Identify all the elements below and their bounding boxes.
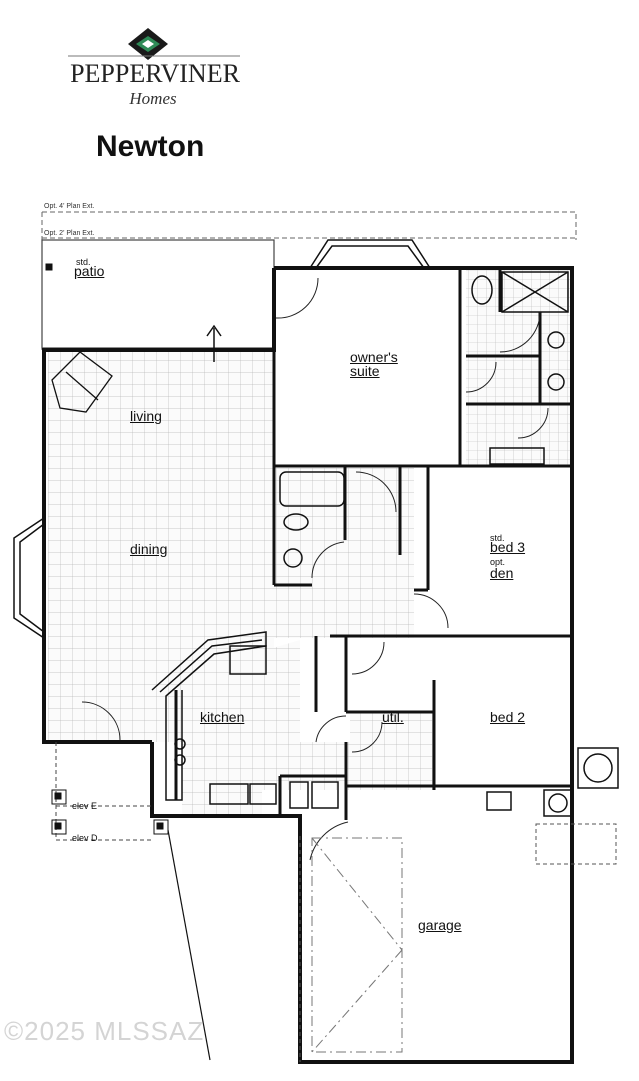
brand-logo: PEPPERVINER Homes	[68, 28, 241, 108]
bath-fixtures	[279, 271, 569, 568]
bed3-std-label: std.	[490, 533, 505, 543]
interior-walls	[174, 268, 572, 820]
logo-brand-name: PEPPERVINER	[70, 59, 240, 88]
room-label-garage: garage	[418, 917, 462, 933]
front-walkway	[167, 829, 211, 1061]
room-label-den: den	[490, 565, 514, 581]
logo-brand-sub: Homes	[128, 89, 177, 108]
room-label-bed2: bed 2	[490, 709, 526, 725]
room-label-patio: patio	[74, 263, 105, 279]
opt4-ext-label: Opt. 4' Plan Ext.	[44, 203, 95, 210]
room-label-owners-suite-1: owner's	[350, 349, 398, 365]
house-diamond-logo-icon	[128, 28, 168, 60]
opt2-ext-label: Opt. 2' Plan Ext.	[44, 230, 95, 237]
room-label-dining: dining	[130, 541, 168, 557]
dining-bay-window	[13, 517, 45, 639]
copyright-watermark: ©2025 MLSSAZ	[4, 1016, 205, 1046]
room-label-living: living	[130, 408, 162, 424]
kitchen-counters	[151, 631, 277, 805]
bay-window	[309, 239, 431, 269]
bed3-opt-label: opt.	[490, 557, 506, 567]
door-swings	[81, 277, 549, 861]
garage-extension	[299, 823, 617, 1062]
tiled-floors	[48, 270, 572, 815]
elevation-e-label: elev E	[72, 801, 98, 811]
plan-title: Newton	[96, 130, 205, 163]
exterior-equipment	[289, 747, 619, 817]
room-label-util: util.	[382, 709, 404, 725]
entry-arrow	[206, 324, 222, 362]
side-yard-lines	[55, 742, 152, 841]
elevation-markers	[45, 263, 169, 835]
room-label-owners-suite-2: suite	[350, 363, 380, 379]
garage-car-outline	[311, 837, 403, 1053]
room-label-kitchen: kitchen	[200, 709, 245, 725]
elevation-d-label: elev D	[72, 833, 98, 843]
patio-std-label: std.	[76, 257, 91, 267]
fireplace	[51, 351, 113, 413]
room-label-bed3: bed 3	[490, 539, 526, 555]
